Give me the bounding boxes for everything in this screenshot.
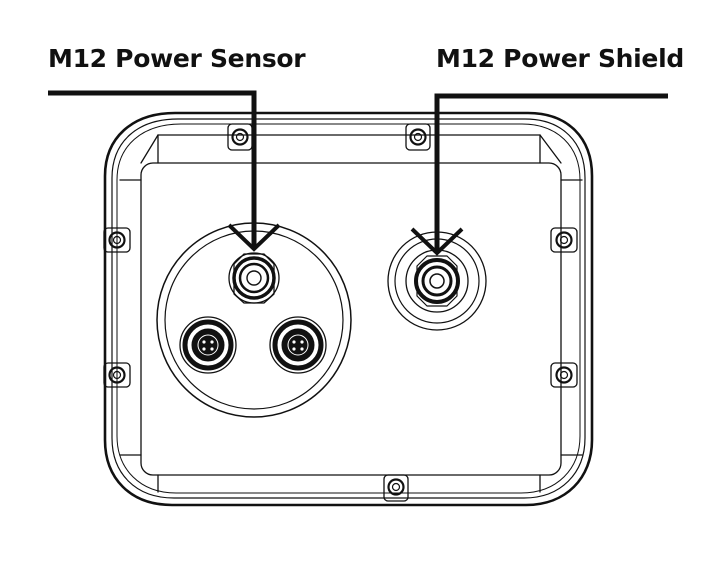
callout-arrow-power-sensor <box>48 90 281 252</box>
connector-bottom-right <box>269 316 327 374</box>
callout-arrow-power-shield <box>410 93 668 256</box>
mounting-screw-bottom <box>383 474 409 502</box>
enclosure-panel <box>119 134 583 493</box>
mounting-screw-top-left <box>227 123 253 151</box>
mounting-screw-top-right <box>405 123 431 151</box>
mounting-screw-left-upper <box>103 227 131 253</box>
enclosure-outline <box>103 111 594 507</box>
callout-label-power-shield: M12 Power Shield <box>436 44 684 73</box>
m12-power-sensor-port <box>228 252 280 304</box>
m12-power-shield-port <box>387 231 487 331</box>
mounting-screw-left-lower <box>103 362 131 388</box>
mounting-screw-right-lower <box>550 362 578 388</box>
sensor-connector-plate <box>156 222 352 418</box>
callout-label-power-sensor: M12 Power Sensor <box>48 44 306 73</box>
mounting-screw-right-upper <box>550 227 578 253</box>
connector-bottom-left <box>179 316 237 374</box>
